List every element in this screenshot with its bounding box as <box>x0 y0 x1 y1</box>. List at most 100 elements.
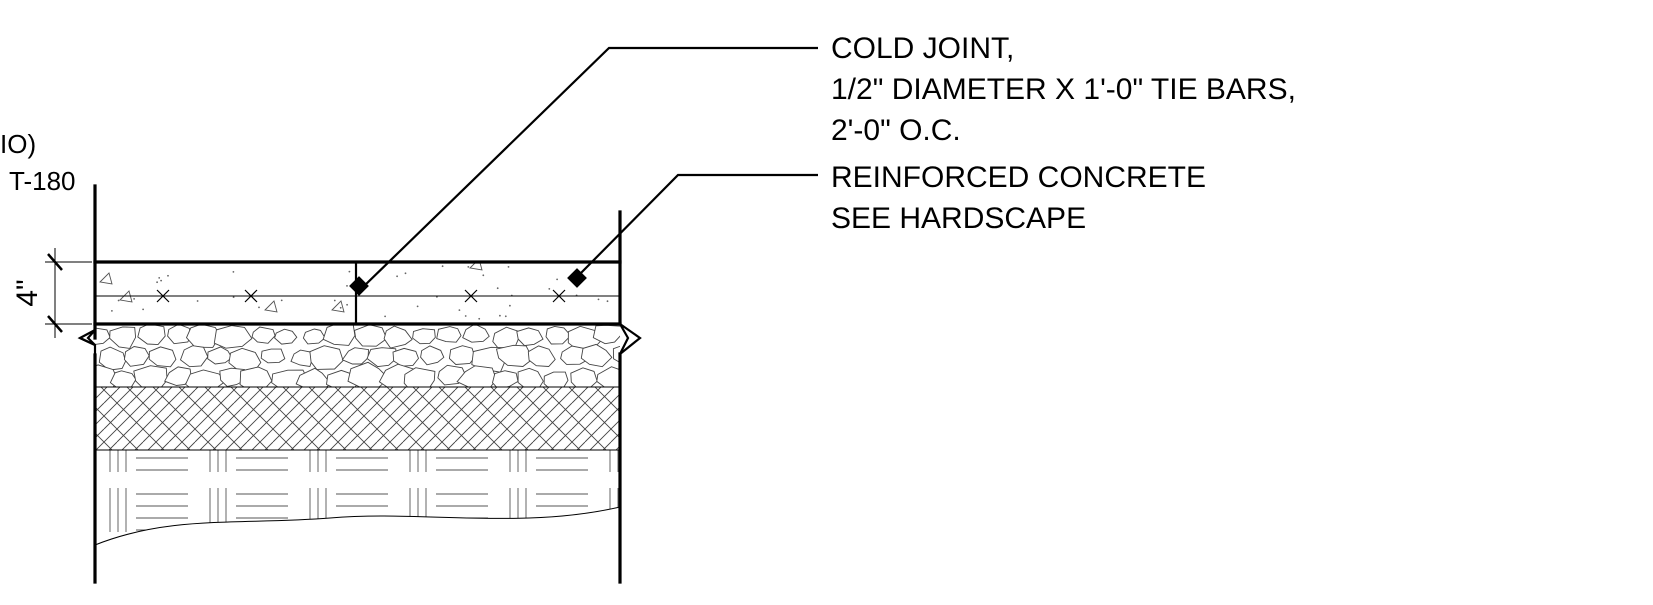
concrete-stipple-dot <box>346 285 348 287</box>
concrete-stipple-dot <box>416 305 419 308</box>
aggregate-stone <box>527 345 556 367</box>
left-break-line <box>79 337 97 355</box>
aggregate-stone <box>448 345 476 365</box>
aggregate-stone <box>167 324 192 345</box>
tie-bar-x-marker <box>156 289 170 303</box>
tie-bar-x-marker <box>552 289 566 303</box>
concrete-stipple-dot <box>346 303 348 306</box>
aggregate-stone <box>354 324 388 347</box>
aggregate-stone <box>302 328 326 345</box>
cold-joint-leader <box>361 46 818 289</box>
aggregate-stone <box>462 324 490 343</box>
aggregate-stone <box>148 346 177 368</box>
concrete-stipple-dot <box>507 266 510 268</box>
aggregate-stone <box>341 347 369 365</box>
aggregate-stone <box>436 326 462 343</box>
concrete-stipple-dot <box>280 299 283 302</box>
tie-bar-markers <box>156 289 566 303</box>
aggregate-stone <box>560 345 590 365</box>
aggregate-stone <box>239 366 273 387</box>
concrete-stipple-dot <box>339 306 342 309</box>
aggregate-stone <box>98 346 127 371</box>
concrete-stipple-dot <box>158 277 161 279</box>
aggregate-stone <box>596 366 620 387</box>
aggregate-stone <box>492 370 519 387</box>
concrete-stipple-dot <box>333 299 336 302</box>
dimension-label: 4" <box>11 279 44 306</box>
concrete-stipple-dot <box>404 272 407 275</box>
reinforced-concrete-leader-marker <box>567 268 587 288</box>
aggregate-stone <box>213 325 253 349</box>
aggregate-stone <box>322 324 356 346</box>
concrete-aggregate-mark <box>331 300 345 313</box>
concrete-stipple-dot <box>482 274 485 277</box>
slab-thickness-dimension <box>45 248 92 338</box>
reinforced-concrete-note-line-2: SEE HARDSCAPE <box>831 202 1086 235</box>
aggregate-stone <box>403 367 436 387</box>
aggregate-stone <box>295 367 332 387</box>
concrete-stipple-dot <box>167 274 169 277</box>
aggregate-stone <box>95 327 111 345</box>
concrete-stipple-dot <box>396 275 398 278</box>
cold-joint-leader-marker <box>349 276 369 296</box>
reinforced-concrete-note-line-1: REINFORCED CONCRETE <box>831 161 1206 194</box>
concrete-stipple-dot <box>232 271 235 273</box>
aggregate-stone <box>612 345 620 364</box>
aggregate-stone <box>133 365 168 387</box>
aggregate-stone <box>580 343 613 368</box>
aggregate-stone <box>592 324 620 345</box>
aggregate-stone <box>420 345 445 366</box>
aggregate-stone <box>185 369 227 387</box>
concrete-stipple-dot <box>478 317 481 320</box>
aggregate-base-layer <box>95 324 620 387</box>
compacted-subgrade-layer <box>95 387 620 450</box>
concrete-stipple-dot <box>441 265 444 268</box>
detail-reference-fragment: T-180 <box>9 166 76 196</box>
cold-joint-note-line-3: 2'-0" O.C. <box>831 114 961 147</box>
aggregate-stone <box>517 367 544 387</box>
aggregate-stone <box>185 324 221 348</box>
concrete-stipple-dot <box>467 266 470 268</box>
cold-joint-note-line-1: COLD JOINT, <box>831 32 1014 65</box>
concrete-stipple-dot <box>464 315 467 317</box>
aggregate-stone <box>412 328 436 345</box>
cold-joint-note-line-2: 1/2" DIAMETER X 1'-0" TIE BARS, <box>831 73 1296 106</box>
aggregate-stone <box>309 345 344 370</box>
aggregate-stone <box>290 349 314 368</box>
native-soil-layer <box>95 450 620 545</box>
aggregate-stone <box>366 347 398 368</box>
aggregate-stone <box>179 345 209 368</box>
concrete-stipple-dot <box>156 281 159 284</box>
concrete-stipple-dot <box>117 299 120 302</box>
concrete-stipple-dot <box>509 304 511 307</box>
aggregate-stone <box>545 325 572 345</box>
cold-joint-note: COLD JOINT, 1/2" DIAMETER X 1'-0" TIE BA… <box>831 32 1296 147</box>
concrete-stipple-dot <box>160 279 163 282</box>
concrete-stipple-dot <box>111 310 113 312</box>
aggregate-stone <box>109 370 137 387</box>
reinforced-concrete-note: REINFORCED CONCRETE SEE HARDSCAPE <box>831 161 1206 235</box>
concrete-stipple-dot <box>142 308 145 311</box>
concrete-aggregate-mark <box>99 272 113 285</box>
aggregate-stone <box>383 325 413 349</box>
concrete-stipple-dot <box>504 315 507 318</box>
concrete-aggregate-mark <box>264 300 278 313</box>
aggregate-stone <box>260 348 286 364</box>
concrete-stipple-dot <box>384 315 386 318</box>
aggregate-stone <box>207 346 233 365</box>
concrete-stipple-dot <box>556 278 558 281</box>
aggregate-stone <box>543 371 569 387</box>
soil-break-curve <box>94 506 621 546</box>
tie-bar-x-marker <box>464 289 478 303</box>
concrete-stipple-dot <box>606 300 609 303</box>
concrete-stipple-dot <box>133 298 136 300</box>
detail-title-fragment: IO) <box>0 129 36 159</box>
concrete-stipple-dot <box>597 298 600 301</box>
aggregate-stone <box>109 326 137 349</box>
aggregate-stone <box>137 324 166 346</box>
aggregate-stone <box>495 344 534 367</box>
aggregate-stone <box>392 347 420 367</box>
tie-bar-x-marker <box>244 289 258 303</box>
aggregate-stone <box>516 327 544 347</box>
